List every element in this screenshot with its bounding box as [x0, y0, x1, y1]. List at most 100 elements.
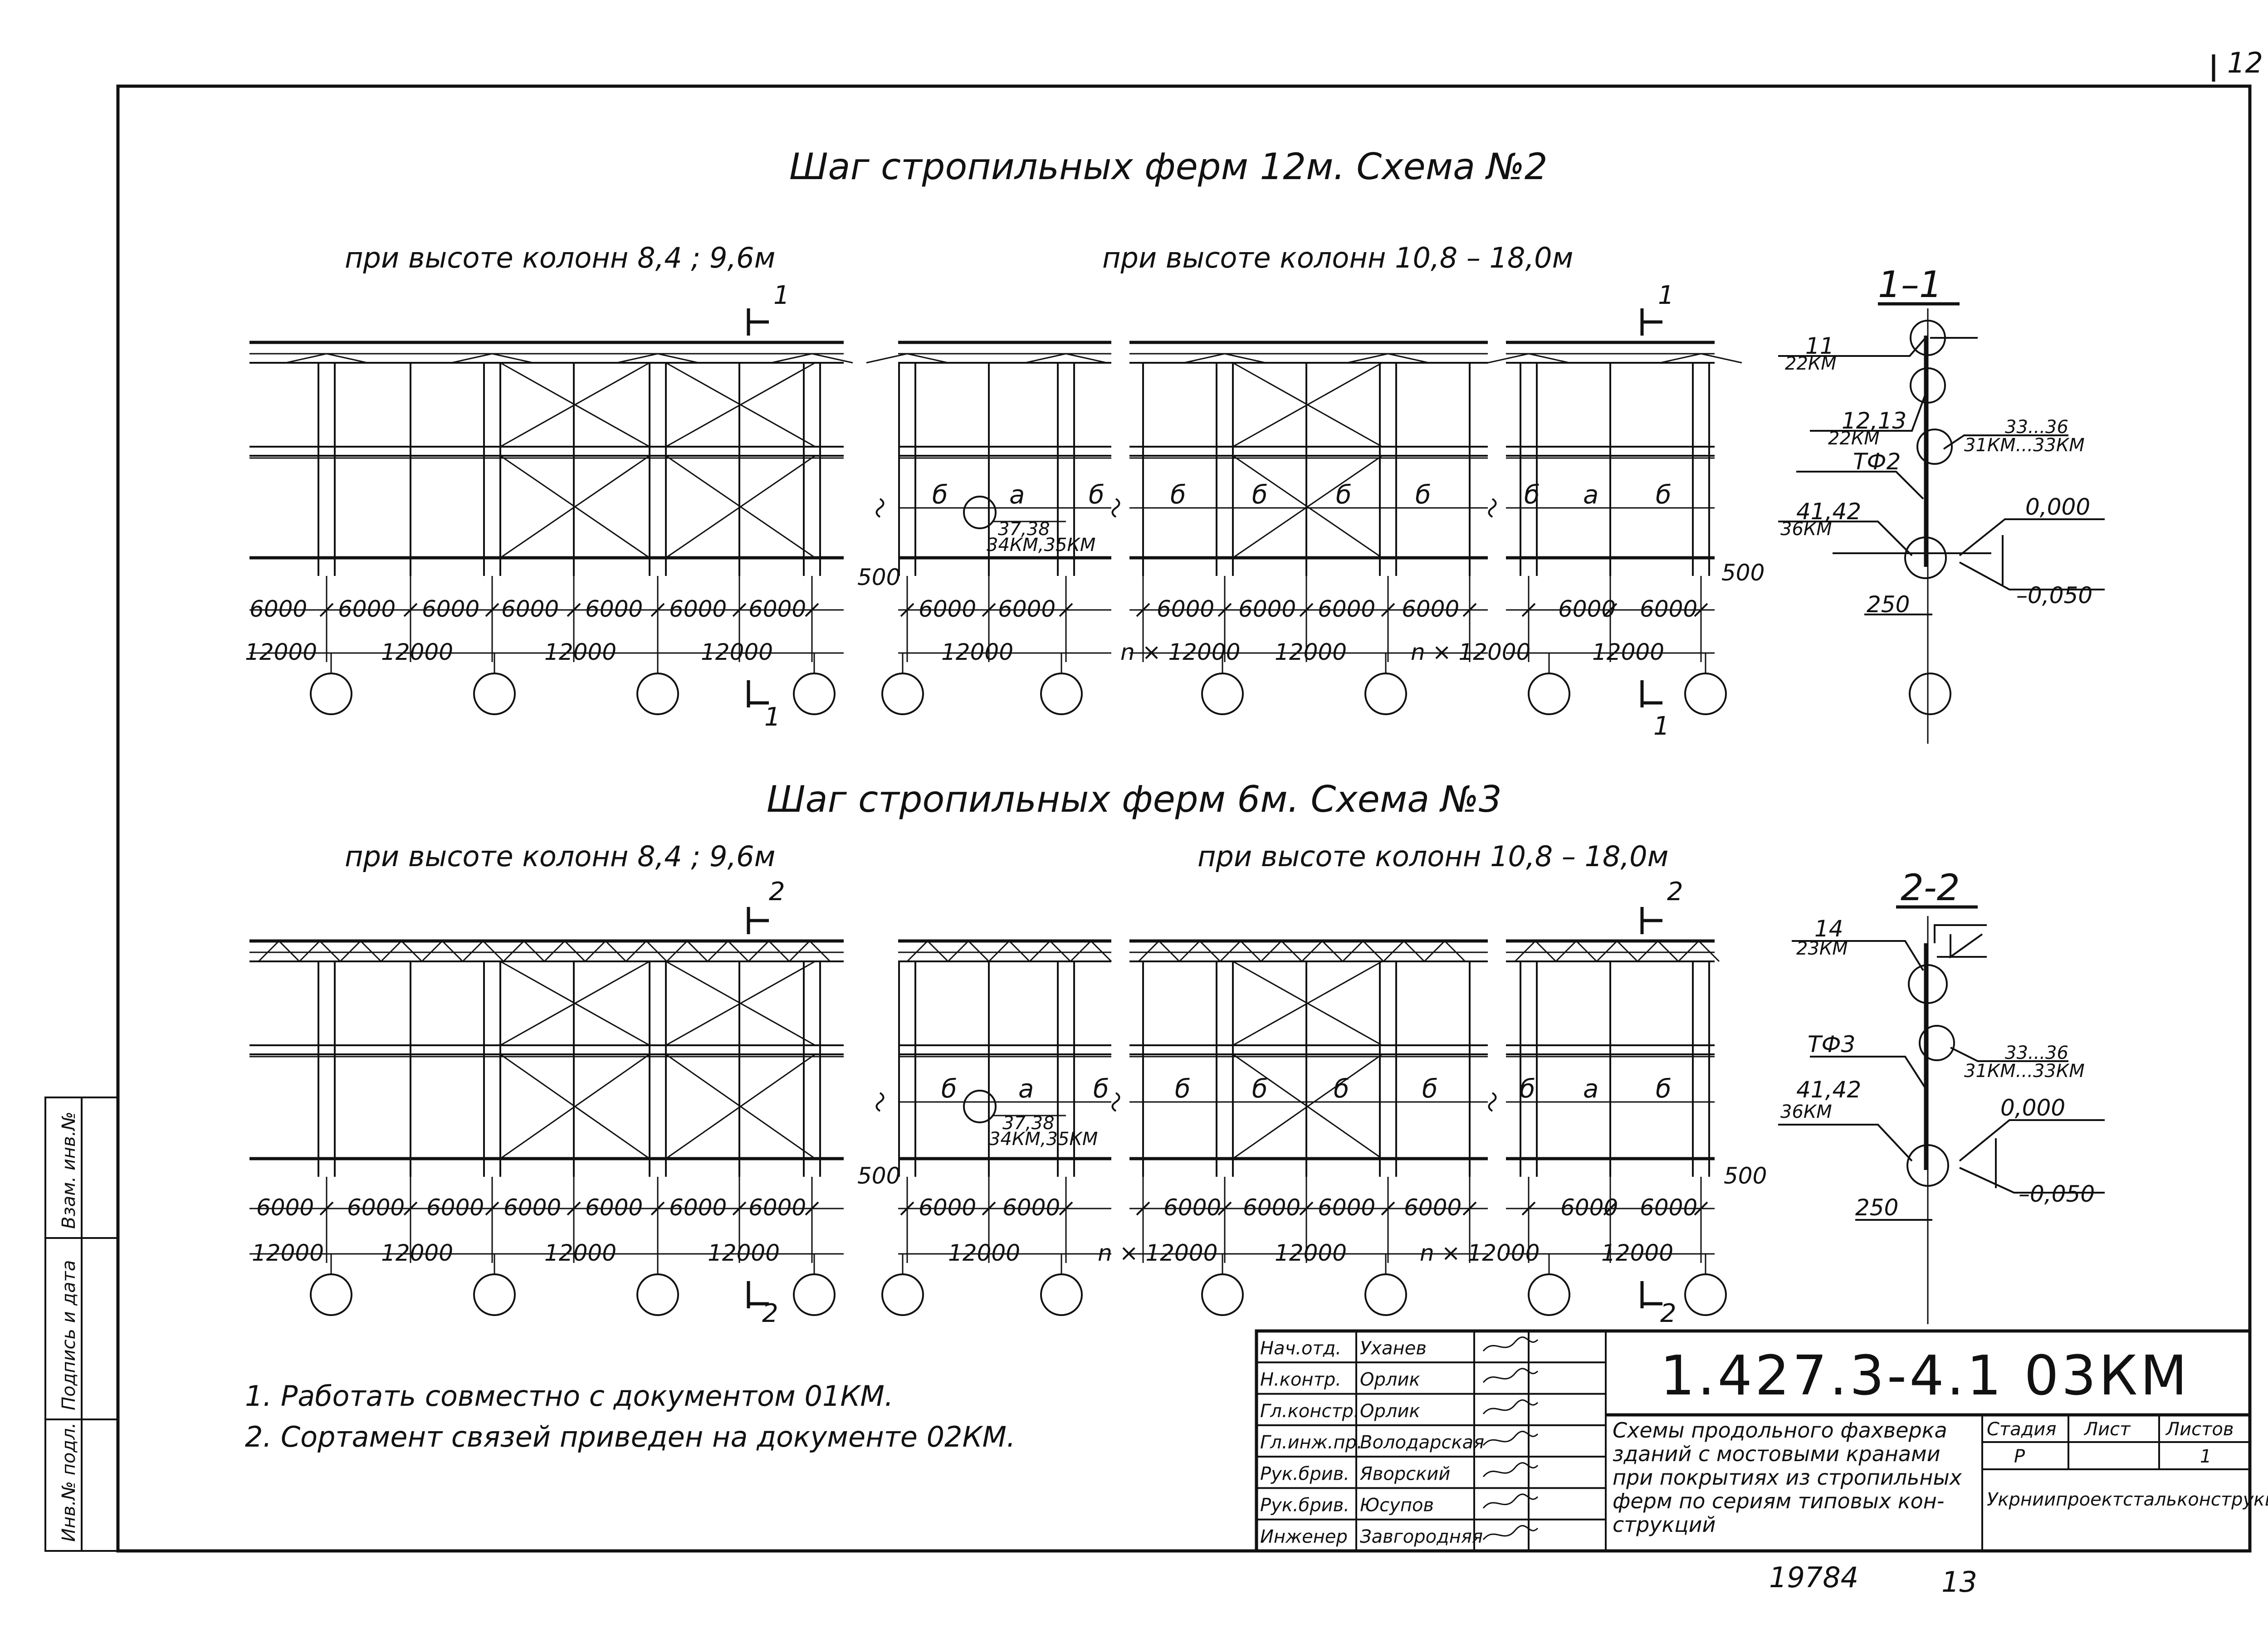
- truss-diagonal: [1362, 940, 1384, 962]
- s2-section-mark-bottom-r: 1: [1653, 712, 1670, 741]
- truss-diagonal: [1301, 940, 1323, 962]
- sheet-header: Лист: [2083, 1419, 2131, 1440]
- truss-diagonal: [462, 940, 484, 962]
- s2-dim-lb-0: 12000: [245, 639, 317, 665]
- s3-dim-c-1: 6000: [1243, 1194, 1300, 1221]
- s3-panel-3: б: [1175, 1074, 1191, 1104]
- cross-brace-upper: [1232, 960, 1383, 1046]
- truss-diagonal: [441, 940, 464, 962]
- truss-diagonal: [1281, 940, 1303, 962]
- organization: Укрниипроектстальконструкция: [1987, 1489, 2268, 1510]
- s2-panel-7: б: [1524, 480, 1540, 510]
- s3-dim-c-3: 6000: [1404, 1194, 1461, 1221]
- truss-diagonal: [907, 353, 948, 364]
- s3-dim-lb-1: 12000: [381, 1240, 453, 1266]
- break-mark: [875, 498, 885, 518]
- sheets-value: 1: [2200, 1446, 2211, 1467]
- s2-dim-l-2: 6000: [422, 596, 479, 622]
- grid-axis-circle: [1364, 673, 1407, 715]
- truss-diagonal: [1025, 353, 1066, 364]
- grid-axis-circle: [473, 1273, 516, 1316]
- break-mark: [1488, 498, 1497, 518]
- s2-offset-left: 500: [857, 564, 900, 590]
- s3-dim-cb-0: 12000: [1275, 1240, 1347, 1266]
- s1-item-2-num: ТФ2: [1853, 448, 1901, 475]
- schema2-dimensions: 6000 6000 6000 6000 6000 6000 6000 12000…: [245, 281, 1765, 741]
- desc-line-1: зданий с мостовыми кранами: [1613, 1442, 1941, 1466]
- role-name: Завгородняя: [1360, 1526, 1483, 1547]
- truss-diagonal: [1070, 940, 1092, 962]
- s3-dim-mb-1: n × 12000: [1098, 1240, 1217, 1266]
- s3-dim-l-0: 6000: [256, 1194, 314, 1221]
- s1-dim: 250: [1867, 591, 1910, 618]
- break-mark: [875, 1092, 885, 1112]
- s2-panel-0: б: [932, 480, 948, 510]
- s2-dim-rb-0: 12000: [1592, 639, 1664, 665]
- grid-axis-circle: [1684, 1273, 1727, 1316]
- grid-axis-circle: [473, 673, 516, 715]
- s2-dim-cb-0: 12000: [1275, 639, 1347, 665]
- doc-code: 1.427.3-4.1 03КМ: [1660, 1345, 2190, 1408]
- s3-dim-l-3: 6000: [503, 1194, 561, 1221]
- s2-panel-1: а: [1009, 480, 1025, 510]
- truss-diagonal: [1535, 940, 1557, 962]
- truss-diagonal: [1444, 940, 1466, 962]
- truss-diagonal: [1660, 353, 1701, 364]
- truss-diagonal: [1677, 940, 1700, 962]
- role-name: Орлик: [1360, 1370, 1420, 1390]
- s3-section-mark-bottom: 2: [762, 1299, 778, 1328]
- desc-line-2: при покрытиях из стропильных: [1613, 1465, 1962, 1490]
- s2-item-3-ref: 31КМ...33КМ: [1964, 1061, 2085, 1082]
- truss-diagonal: [503, 940, 525, 962]
- truss-diagonal: [1383, 940, 1405, 962]
- truss-diagonal: [482, 940, 504, 962]
- s3-panel-0: б: [941, 1074, 957, 1104]
- s3-dim-r-1: 6000: [1640, 1194, 1697, 1221]
- role-label: Нач.отд.: [1260, 1338, 1341, 1359]
- s3-dim-cb-1: n × 12000: [1420, 1240, 1540, 1266]
- role-name: Орлик: [1360, 1401, 1420, 1422]
- truss-diagonal: [298, 940, 321, 962]
- section-1-1-title: 1–1: [1878, 263, 1942, 306]
- truss-diagonal: [988, 940, 1010, 962]
- role-name: Юсупов: [1360, 1495, 1434, 1516]
- s1-item-3-num: 41,42: [1796, 498, 1861, 525]
- truss-diagonal: [866, 353, 908, 364]
- schema2-elevation: [249, 308, 1742, 715]
- truss-diagonal: [1616, 940, 1638, 962]
- s3-panel-6: б: [1422, 1074, 1438, 1104]
- s2-dim-mb-0: 12000: [941, 639, 1013, 665]
- s2-dim-c-2: 6000: [1318, 596, 1375, 622]
- s3-dim-lb-3: 12000: [708, 1240, 780, 1266]
- truss-diagonal: [564, 940, 586, 962]
- schema2-right-caption: при высоте колонн 10,8 – 18,0м: [1102, 241, 1573, 274]
- callout-circle: [963, 496, 997, 529]
- truss-diagonal: [1555, 940, 1577, 962]
- grid-axis-circle: [636, 1273, 679, 1316]
- s3-panel-8: а: [1583, 1074, 1598, 1104]
- s3-panel-4: б: [1252, 1074, 1268, 1104]
- inventory-number: 19784: [1769, 1561, 1858, 1594]
- truss-diagonal: [401, 940, 423, 962]
- s2-dim-r-1: 6000: [1640, 596, 1697, 622]
- s2-dim-c-1: 6000: [1238, 596, 1296, 622]
- truss-diagonal: [319, 940, 341, 962]
- truss-diagonal: [1199, 940, 1221, 962]
- s2-level-bottom: –0,050: [2019, 1181, 2095, 1207]
- truss-diagonal: [543, 940, 566, 962]
- stage-value: Р: [2014, 1446, 2025, 1467]
- section-2-2: 2-2 14 23КМ ТФ3 41,42 36КМ 33...36 31КМ.…: [1778, 867, 2105, 1324]
- cross-brace-upper: [500, 960, 650, 1046]
- role-label: Рук.брив.: [1260, 1463, 1349, 1484]
- s2-dim-lb-1: 12000: [381, 639, 453, 665]
- s3-panel-5: б: [1334, 1074, 1349, 1104]
- truss-diagonal: [666, 940, 688, 962]
- s3-dim-c-0: 6000: [1163, 1194, 1221, 1221]
- s2-panel-5: б: [1336, 480, 1352, 510]
- truss-diagonal: [339, 940, 362, 962]
- drawing-frame: [116, 84, 2252, 1553]
- grid-axis-circle: [793, 673, 836, 715]
- s2-item-0-num: 14: [1814, 916, 1843, 942]
- s2-panel-3: б: [1170, 480, 1186, 510]
- truss-diagonal: [258, 940, 280, 962]
